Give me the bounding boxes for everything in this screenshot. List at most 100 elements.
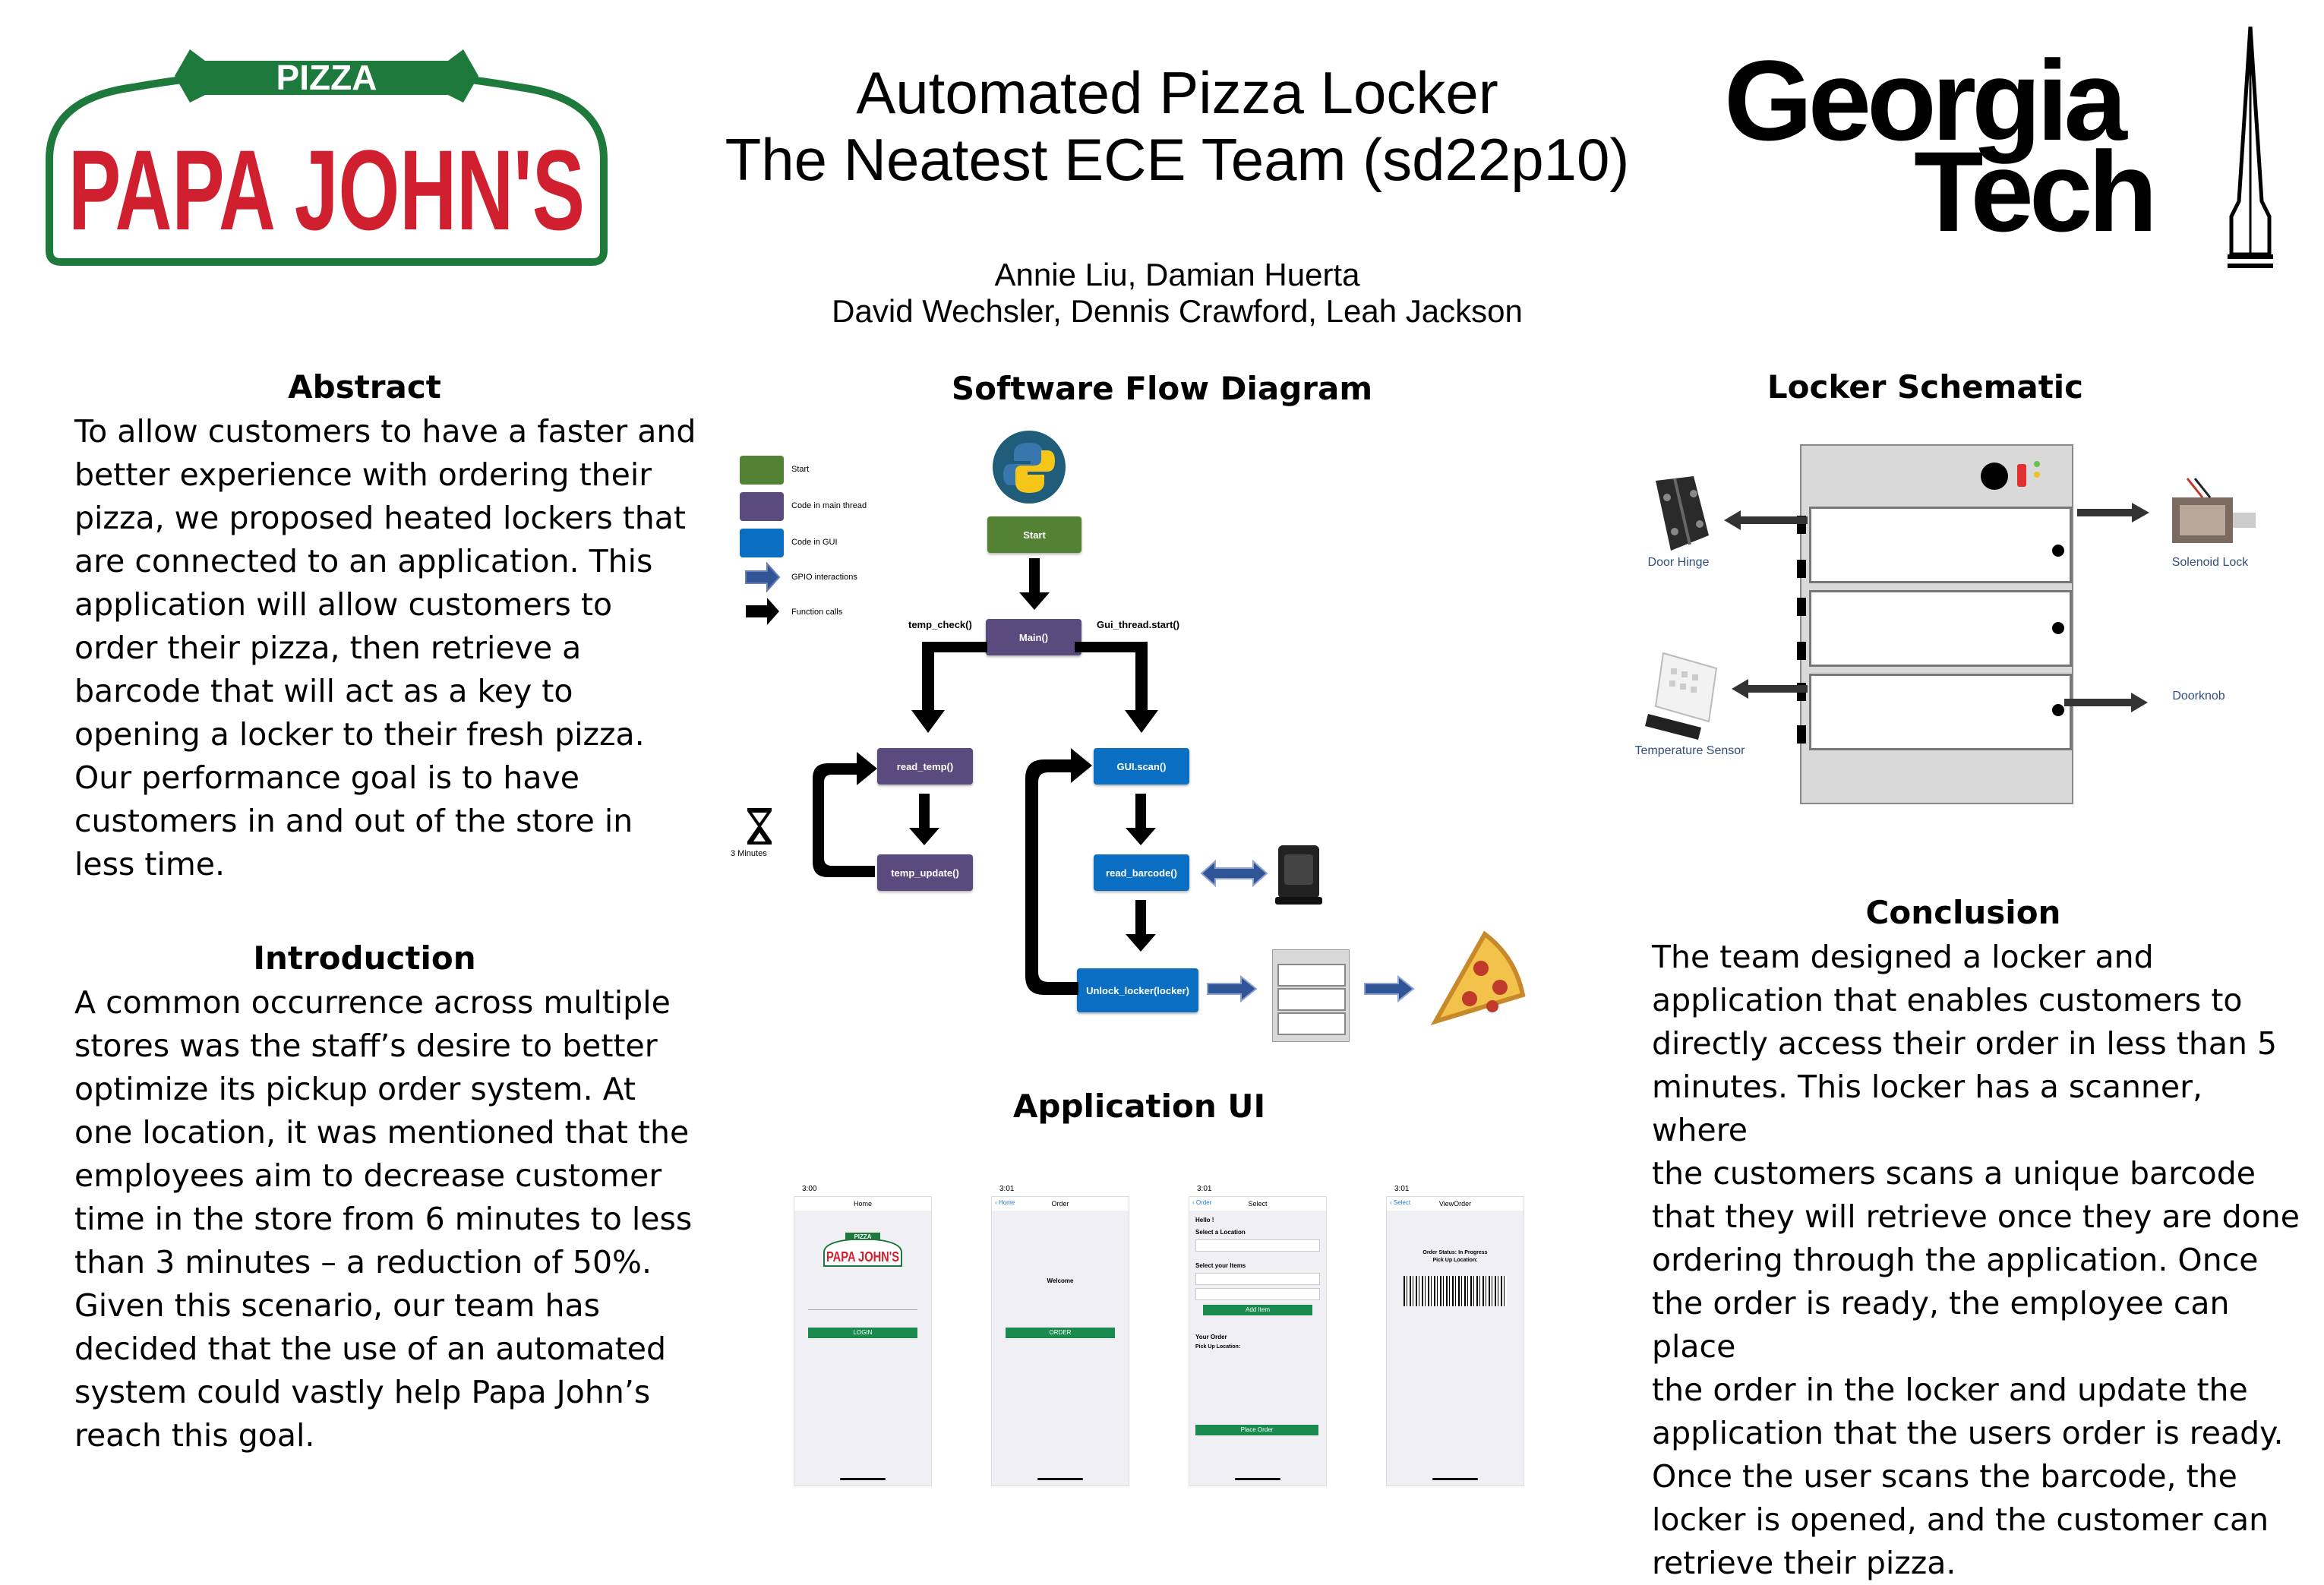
- item-input[interactable]: [1195, 1273, 1320, 1285]
- arrow-left: [1724, 510, 1808, 530]
- arrow-left: [1732, 679, 1808, 699]
- authors-line-1: Annie Liu, Damian Huerta: [994, 257, 1360, 292]
- papa-johns-logo-graphic: PIZZA PAPA JOHN'S: [46, 49, 608, 266]
- nav-title: Home: [794, 1197, 931, 1211]
- gpio-double-arrow-icon: [1200, 859, 1268, 888]
- pj-pizza-text: PIZZA: [276, 58, 377, 97]
- red-led: [2017, 464, 2026, 487]
- conclusion-line: retrieve their pizza.: [1652, 1545, 1956, 1581]
- phone-login-screen: 3:00 Home PAPA JOHN'S PIZZA LOGIN: [794, 1185, 932, 1486]
- intro-line: Given this scenario, our team has: [74, 1287, 600, 1324]
- temperature-sensor-icon: [1645, 652, 1718, 740]
- gt-line-1: Georgia: [1724, 36, 2127, 164]
- back-button[interactable]: ‹ Home: [995, 1199, 1015, 1206]
- location-input[interactable]: [1195, 1239, 1320, 1252]
- legend-swatch-start: [740, 456, 784, 485]
- home-indicator: [840, 1478, 886, 1480]
- abstract-heading: Abstract: [288, 368, 441, 406]
- abstract-line: order their pizza, then retrieve a: [74, 630, 582, 666]
- start-node: Start: [987, 516, 1081, 553]
- locker-drawer: [1809, 507, 2072, 583]
- intro-line: system could vastly help Papa John’s: [74, 1374, 651, 1410]
- welcome-text: Welcome: [1047, 1277, 1074, 1284]
- mini-drawer: [1277, 988, 1346, 1011]
- authors-line-2: David Wechsler, Dennis Crawford, Leah Ja…: [832, 293, 1523, 329]
- phone-vieworder-screen: 3:01 ViewOrder ‹ Select Order Status: In…: [1386, 1185, 1524, 1486]
- arrow-right: [2077, 503, 2149, 523]
- add-item-button[interactable]: Add Item: [1203, 1305, 1312, 1315]
- order-button[interactable]: ORDER: [1006, 1328, 1115, 1338]
- arrow-down: [1126, 900, 1156, 952]
- temperature-sensor-label: Temperature Sensor: [1634, 744, 1745, 757]
- three-minutes-label: 3 Minutes: [731, 849, 767, 858]
- pj-main-text: PAPA JOHN'S: [68, 126, 585, 254]
- conclusion-line: directly access their order in less than…: [1652, 1025, 2278, 1062]
- back-button[interactable]: ‹ Order: [1192, 1199, 1212, 1206]
- arrow-down: [909, 794, 939, 845]
- intro-line: A common occurrence across multiple: [74, 984, 671, 1021]
- hinge-block: [1797, 725, 1806, 744]
- temp-update-node: temp_update(): [877, 854, 973, 891]
- yellow-led: [2034, 472, 2040, 478]
- mini-locker-icon: [1272, 949, 1350, 1042]
- door-hinge-icon: [1656, 476, 1709, 551]
- mini-logo-top: PIZZA: [854, 1233, 871, 1240]
- title-line-1: Automated Pizza Locker: [856, 59, 1498, 126]
- function-call-arrow-icon: [746, 598, 779, 625]
- intro-line: decided that the use of an automated: [74, 1331, 667, 1367]
- conclusion-body: The team designed a locker and applicati…: [1652, 936, 2305, 1585]
- legend-label: Code in GUI: [791, 538, 838, 547]
- back-label: Order: [1195, 1199, 1212, 1206]
- solenoid-lock-label: Solenoid Lock: [2171, 556, 2249, 569]
- intro-line: optimize its pickup order system. At: [74, 1071, 636, 1107]
- hinge-block: [1797, 598, 1806, 616]
- conclusion-line: locker is opened, and the customer can: [1652, 1501, 2269, 1538]
- status-time: 3:00: [802, 1185, 817, 1193]
- legend-label: Function calls: [791, 608, 843, 617]
- conclusion-line: application that enables customers to: [1652, 982, 2243, 1018]
- legend-label: Start: [791, 465, 810, 474]
- arrow-right: [2064, 693, 2148, 712]
- pizza-slice-icon: [1430, 930, 1526, 1025]
- status-time: 3:01: [1394, 1185, 1410, 1193]
- conclusion-line: minutes. This locker has a scanner, wher…: [1652, 1069, 2203, 1148]
- abstract-line: customers in and out of the store in: [74, 803, 633, 839]
- read-temp-node: read_temp(): [877, 748, 973, 785]
- drawer-knob: [2052, 704, 2064, 716]
- your-order-label: Your Order: [1195, 1334, 1227, 1340]
- abstract-line: To allow customers to have a faster and: [74, 413, 696, 450]
- mini-logo-text: PAPA JOHN'S: [826, 1249, 899, 1265]
- select-items-label: Select your Items: [1195, 1262, 1246, 1269]
- introduction-body: A common occurrence across multiple stor…: [74, 981, 697, 1457]
- home-indicator: [1037, 1478, 1083, 1480]
- conclusion-line: the customers scans a unique barcode: [1652, 1155, 2256, 1192]
- hinge-block: [1797, 560, 1806, 578]
- locker-schematic: Door Hinge Solenoid Lock Temperature Sen…: [1618, 433, 2278, 813]
- conclusion-heading: Conclusion: [1865, 894, 2061, 931]
- back-button[interactable]: ‹ Select: [1390, 1199, 1411, 1206]
- arrow-down: [1019, 558, 1050, 610]
- conclusion-line: Once the user scans the barcode, the: [1652, 1458, 2237, 1495]
- abstract-line: are connected to an application. This: [74, 543, 653, 579]
- place-order-button[interactable]: Place Order: [1195, 1425, 1318, 1435]
- conclusion-line: The team designed a locker and: [1652, 939, 2154, 975]
- username-field[interactable]: [808, 1309, 917, 1310]
- papa-johns-logo: PIZZA PAPA JOHN'S: [42, 30, 611, 273]
- flow-diagram-heading: Software Flow Diagram: [951, 370, 1373, 407]
- phone-select-screen: 3:01 Select ‹ Order Hello ! Select a Loc…: [1189, 1185, 1327, 1486]
- hinge-block: [1797, 642, 1806, 660]
- barcode-image: [1404, 1276, 1507, 1306]
- arrow-branch-right: [1075, 642, 1158, 733]
- abstract-line: less time.: [74, 846, 226, 882]
- login-button[interactable]: LOGIN: [808, 1328, 917, 1338]
- status-time: 3:01: [999, 1185, 1015, 1193]
- legend-label: GPIO interactions: [791, 573, 857, 582]
- doorknob-label: Doorknob: [2172, 690, 2225, 703]
- gui-thread-label: Gui_thread.start(): [1097, 619, 1180, 630]
- green-led: [2034, 461, 2040, 467]
- abstract-line: pizza, we proposed heated lockers that: [74, 500, 686, 536]
- quantity-input[interactable]: [1195, 1288, 1320, 1300]
- abstract-line: opening a locker to their fresh pizza.: [74, 716, 645, 753]
- legend-swatch-main: [740, 492, 784, 521]
- conclusion-line: that they will retrieve once they are do…: [1652, 1198, 2300, 1235]
